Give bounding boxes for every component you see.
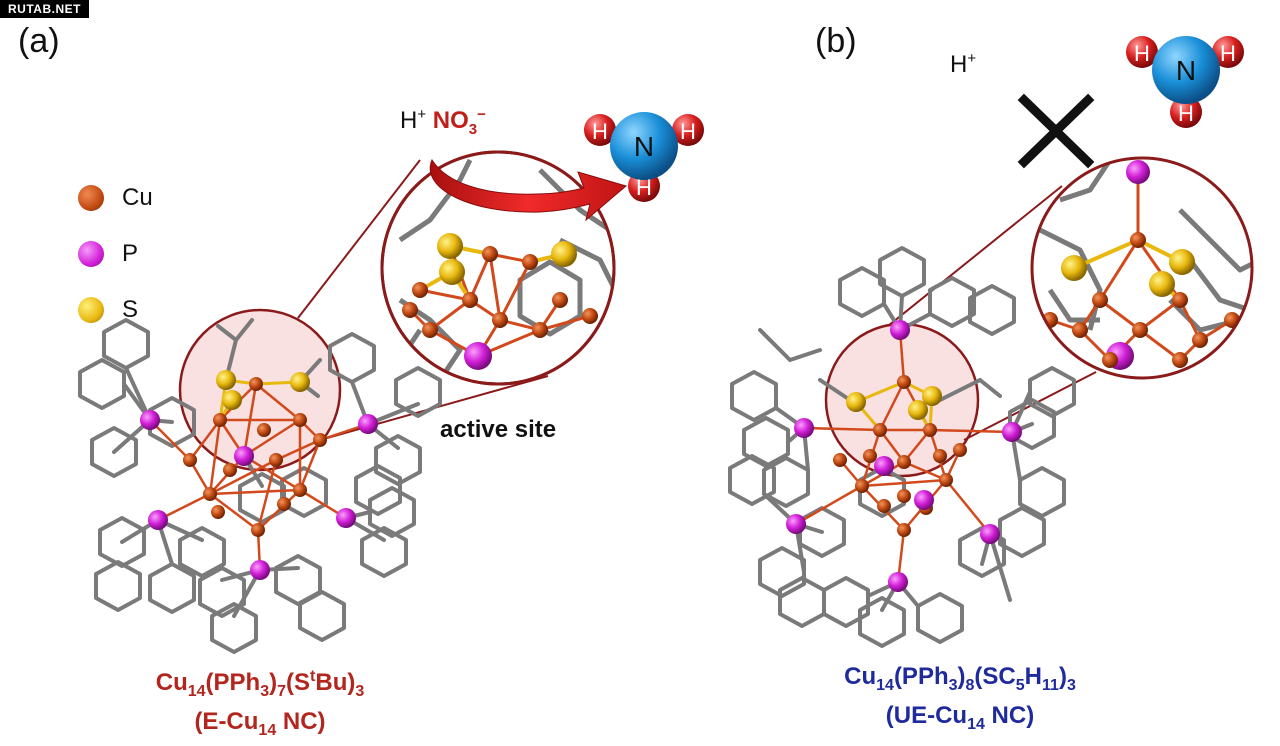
formula-b: Cu14(PPh3)8(SC5H11)3	[780, 662, 1140, 701]
legend-label-p: P	[122, 240, 139, 267]
proton-charge: +	[417, 106, 427, 123]
nitrate-text: NO	[432, 107, 469, 134]
nitrate-charge: −	[477, 106, 486, 123]
ammonia-n-label: N	[1176, 55, 1196, 86]
formula-part: Cu	[155, 669, 188, 696]
ammonia-h-label: H	[1220, 41, 1236, 66]
legend-item-s: S	[78, 290, 153, 330]
formula-sub: 3	[1066, 676, 1076, 694]
ammonia-h-label: H	[1178, 101, 1194, 126]
ammonia-molecule-a: N H H H	[584, 112, 704, 202]
name-part: NC)	[984, 701, 1035, 729]
ammonia-h-label: H	[680, 119, 696, 144]
formula-part: )	[269, 669, 278, 696]
formula-part: (PPh	[205, 669, 261, 696]
ammonia-molecule-b: N H H H	[1126, 36, 1244, 128]
formula-sub: 8	[965, 676, 975, 694]
formula-part: (S	[286, 669, 311, 696]
proton-label: H	[400, 107, 418, 134]
cluster-name-a: (E-Cu14 NC)	[100, 707, 420, 746]
reaction-arrow	[429, 158, 628, 222]
formula-part: Bu)	[315, 669, 356, 696]
formula-part: )	[957, 663, 966, 690]
copper-atoms-b	[833, 375, 967, 537]
formula-sub: 11	[1042, 676, 1059, 694]
phosphorus-atoms-b	[786, 320, 1022, 592]
ammonia-h-label: H	[636, 175, 652, 200]
nitrate-sub: 3	[468, 120, 478, 138]
legend-item-p: P	[78, 234, 153, 274]
phosphorus-atoms	[140, 410, 378, 580]
formula-part: H	[1024, 663, 1043, 690]
name-sub: 14	[258, 721, 277, 739]
formula-part: Cu	[844, 663, 877, 690]
panel-b-proton: H+	[950, 50, 976, 79]
copper-atoms	[183, 377, 327, 537]
proton-charge-b: +	[967, 50, 977, 67]
name-sub: 14	[967, 715, 985, 733]
blocked-cross-icon	[1017, 93, 1095, 169]
formula-part: )	[1058, 663, 1067, 690]
name-part: NC)	[276, 707, 326, 735]
copper-atom-icon	[78, 185, 104, 211]
ligand-bonds-b	[758, 294, 1034, 612]
formula-sub: 3	[260, 682, 270, 700]
zoom-line	[887, 185, 1063, 327]
sulfur-atoms-b	[846, 386, 942, 420]
active-site-label: active site	[440, 416, 557, 443]
formula-sup: t	[310, 668, 316, 685]
formula-caption-a: Cu14(PPh3)7(StBu)3 (E-Cu14 NC)	[100, 662, 420, 746]
name-part: (UE-Cu	[885, 701, 968, 729]
sulfur-atoms	[216, 370, 310, 410]
watermark: RUTAB.NET	[0, 0, 89, 18]
formula-sub: 7	[277, 682, 287, 700]
proton-label-b: H	[950, 51, 968, 78]
formula-part: (SC	[974, 663, 1016, 690]
formula-a: Cu14(PPh3)7(StBu)3	[100, 662, 420, 707]
legend-item-cu: Cu	[78, 178, 153, 218]
ammonia-n-label: N	[634, 131, 654, 162]
name-part: (E-Cu	[194, 707, 259, 735]
formula-sub: 3	[948, 676, 958, 694]
zoomed-site-b	[1030, 156, 1254, 380]
panel-label-b: (b)	[815, 22, 857, 60]
formula-sub: 14	[187, 682, 206, 700]
formula-caption-b: Cu14(PPh3)8(SC5H11)3 (UE-Cu14 NC)	[780, 662, 1140, 740]
formula-sub: 14	[876, 676, 894, 694]
ammonia-h-label: H	[592, 119, 608, 144]
zoom-line	[297, 159, 421, 319]
nitrate-label: NO3−	[432, 106, 486, 138]
formula-sub: 5	[1015, 676, 1025, 694]
sulfur-atom-icon	[78, 297, 104, 323]
panel-a-reactants: H+ NO3−	[400, 106, 486, 138]
element-legend: Cu P S	[78, 178, 153, 330]
cluster-e-cu14	[78, 159, 549, 654]
cluster-ue-cu14	[728, 185, 1097, 648]
formula-part: (PPh	[893, 663, 949, 690]
ammonia-h-label: H	[1134, 41, 1150, 66]
panel-label-a: (a)	[18, 22, 60, 60]
legend-label-s: S	[122, 296, 139, 323]
phosphorus-atom-icon	[78, 241, 104, 267]
formula-sub: 3	[355, 682, 365, 700]
cluster-name-b: (UE-Cu14 NC)	[780, 701, 1140, 740]
legend-label-cu: Cu	[122, 184, 153, 211]
